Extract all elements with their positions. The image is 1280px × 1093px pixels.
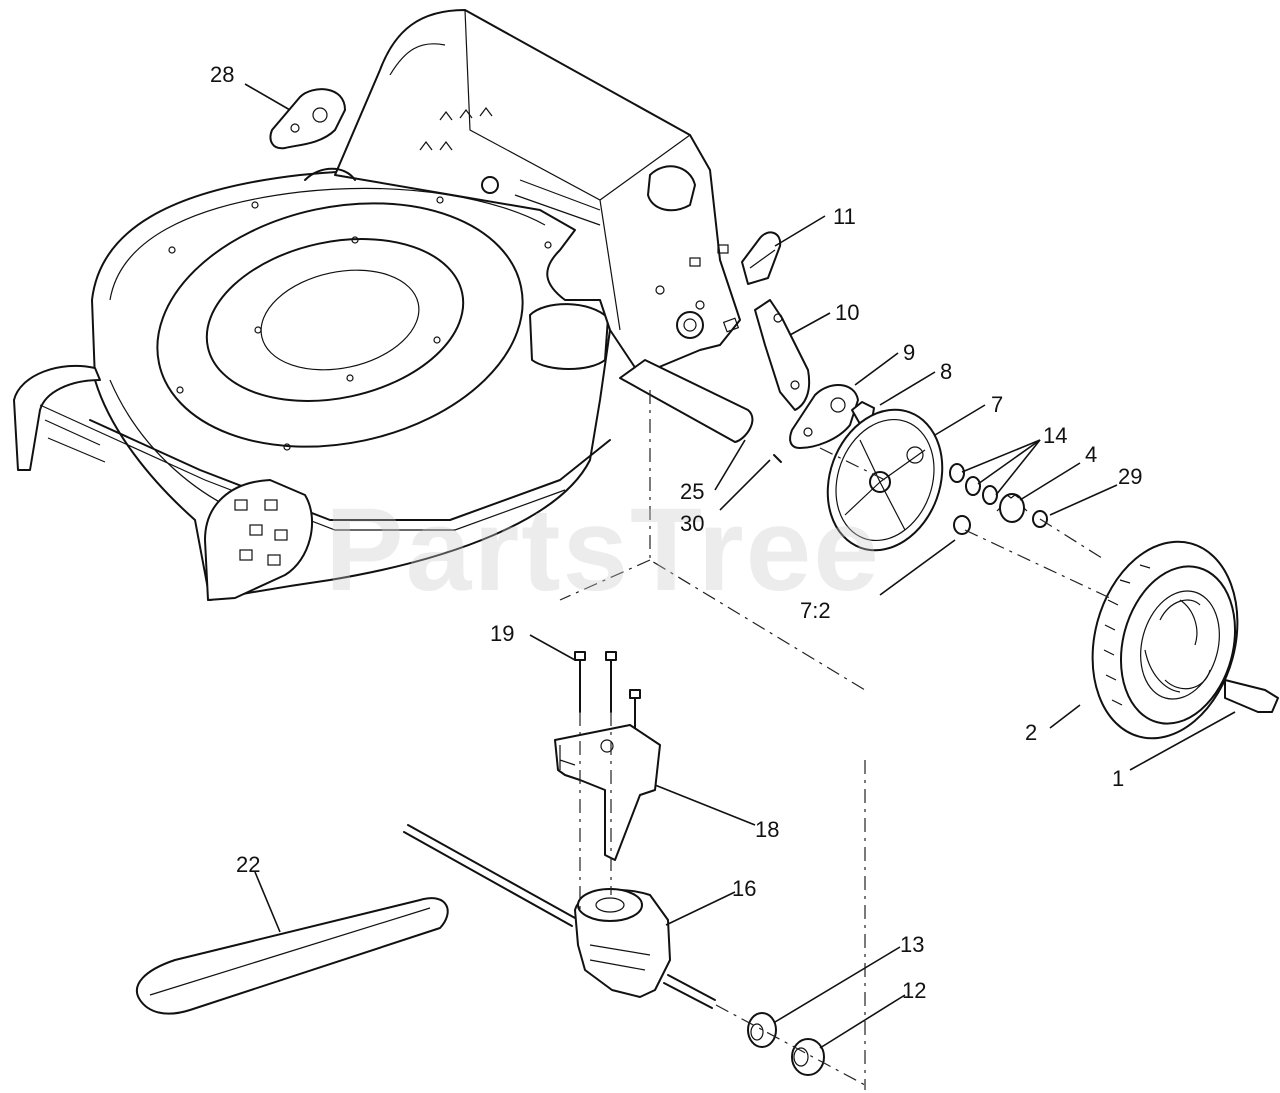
part-10-lever[interactable]	[754, 299, 811, 411]
watermark: PartsTree	[325, 484, 881, 616]
mower-deck	[13, 9, 741, 601]
part-13-bushing[interactable]	[747, 1012, 777, 1048]
callout-7-2[interactable]: 7:2	[800, 598, 831, 623]
part-7-wheel-plate[interactable]	[809, 394, 962, 567]
part-19-screws[interactable]	[574, 651, 641, 741]
callout-28[interactable]: 28	[210, 62, 234, 87]
callout-12[interactable]: 12	[902, 978, 926, 1003]
drive-shaft[interactable]	[403, 824, 716, 1009]
callout-1[interactable]: 1	[1112, 766, 1124, 791]
callout-14[interactable]: 14	[1043, 423, 1067, 448]
part-22-belt[interactable]	[135, 897, 449, 1015]
part-4-gear[interactable]	[996, 493, 1028, 523]
callout-10[interactable]: 10	[835, 300, 859, 325]
part-7-2-washer[interactable]	[953, 515, 971, 535]
part-25-spacer[interactable]	[619, 359, 754, 443]
callout-22[interactable]: 22	[236, 852, 260, 877]
callout-25[interactable]: 25	[680, 479, 704, 504]
callout-7[interactable]: 7	[991, 392, 1003, 417]
callout-29[interactable]: 29	[1118, 464, 1142, 489]
callout-labels: 28 11 10 9 8 7 14 4 29 25 30 7:2 19 2 1 …	[210, 62, 1142, 1003]
part-9-plate[interactable]	[789, 383, 859, 449]
part-12-bushing[interactable]	[791, 1038, 825, 1076]
part-30-screw[interactable]	[773, 454, 782, 463]
part-28-plate[interactable]	[269, 88, 346, 150]
part-18-bracket[interactable]	[554, 724, 661, 861]
callout-18[interactable]: 18	[755, 817, 779, 842]
callout-8[interactable]: 8	[940, 359, 952, 384]
part-11-knob[interactable]	[741, 231, 782, 285]
leader-lines	[244, 83, 1236, 1049]
callout-4[interactable]: 4	[1085, 442, 1097, 467]
part-14-washers[interactable]	[949, 463, 998, 505]
part-2-wheel[interactable]	[1072, 525, 1259, 754]
callout-9[interactable]: 9	[903, 340, 915, 365]
part-16-gearbox[interactable]	[574, 888, 671, 998]
callout-19[interactable]: 19	[490, 621, 514, 646]
assembly-lines	[559, 390, 1111, 1090]
callout-13[interactable]: 13	[900, 932, 924, 957]
callout-11[interactable]: 11	[833, 204, 856, 229]
callout-30[interactable]: 30	[680, 511, 704, 536]
part-1-bolt[interactable]	[1224, 679, 1279, 713]
callout-2[interactable]: 2	[1025, 720, 1037, 745]
callout-16[interactable]: 16	[732, 876, 756, 901]
